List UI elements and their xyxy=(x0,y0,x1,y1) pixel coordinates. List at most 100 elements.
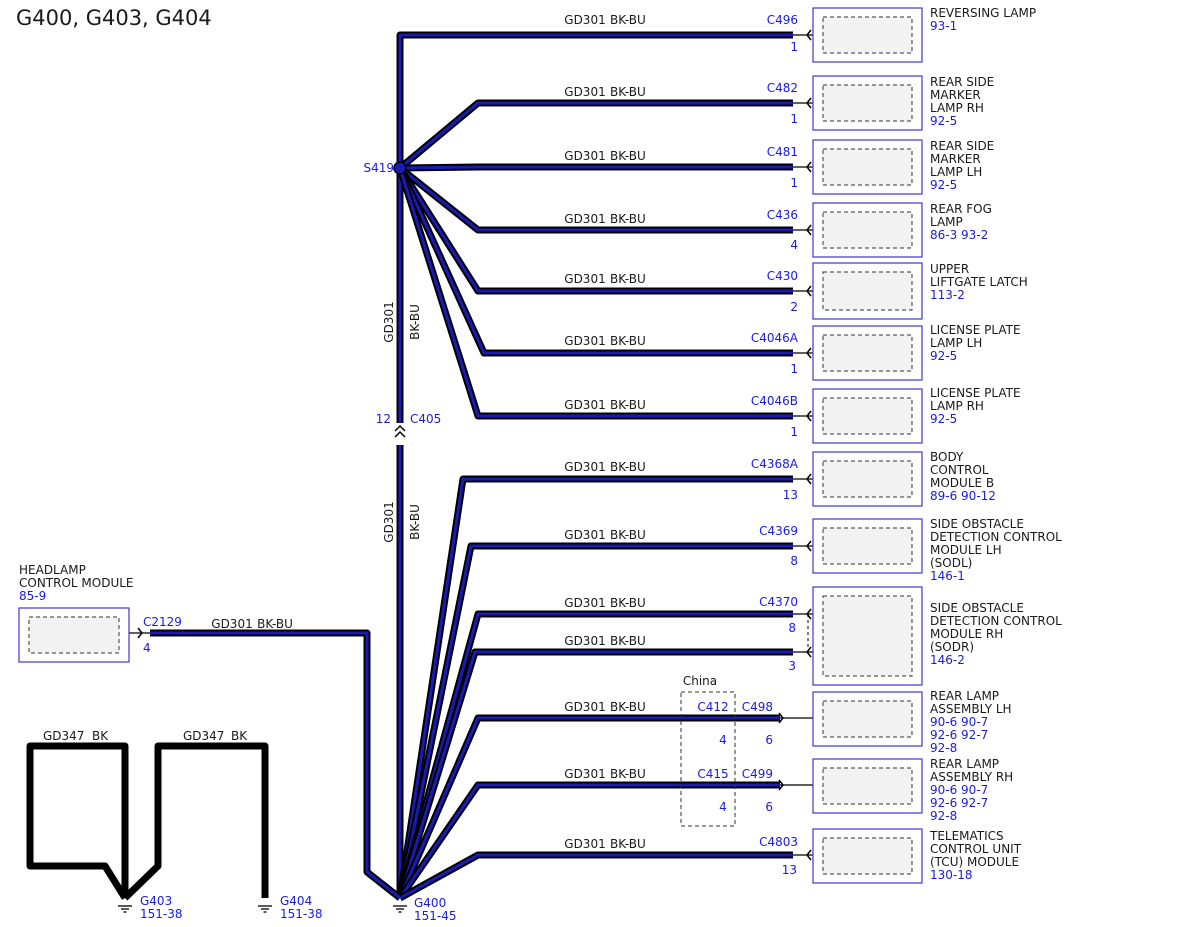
name-c4369-1: DETECTION CONTROL xyxy=(930,530,1062,544)
ground-g404-id: G404 xyxy=(280,894,312,908)
wires-layer xyxy=(26,29,828,913)
wire-code-c4046b: GD301 xyxy=(564,398,605,412)
arrow-c498 xyxy=(778,712,784,724)
ref-c436-0: 86-3 93-2 xyxy=(930,228,988,242)
name-c436-1: LAMP xyxy=(930,215,963,229)
boxes-layer xyxy=(18,7,923,884)
box-c496-inner xyxy=(822,16,913,54)
name-c4368a-0: BODY xyxy=(930,450,964,464)
box-c4046a-inner xyxy=(822,334,913,372)
pin-c496: 1 xyxy=(790,40,798,54)
wire-color-c4046a: BK-BU xyxy=(610,334,646,348)
name-c482-0: REAR SIDE xyxy=(930,75,994,89)
connector-c496: C496 xyxy=(767,13,798,27)
ref-c499-2: 92-8 xyxy=(930,809,957,823)
name-c498-1: ASSEMBLY LH xyxy=(930,702,1012,716)
name-c430-1: LIFTGATE LATCH xyxy=(930,275,1028,289)
box-headlamp-inner xyxy=(28,616,120,654)
name-c4803-0: TELEMATICS xyxy=(929,829,1004,843)
gd347-color-a: BK xyxy=(92,729,109,743)
pin-c4803: 13 xyxy=(782,863,797,877)
name-c4803-2: (TCU) MODULE xyxy=(930,855,1019,869)
ground-g403-ref: 151-38 xyxy=(140,907,183,921)
china-label: China xyxy=(683,674,717,688)
name-c4046b-0: LICENSE PLATE xyxy=(930,386,1021,400)
diagram-title: G400, G403, G404 xyxy=(16,6,212,30)
wire-code-c436: GD301 xyxy=(564,212,605,226)
trunk-lower-code: GD301 xyxy=(382,501,396,542)
name-c481-1: MARKER xyxy=(930,152,981,166)
c405-pin: 12 xyxy=(376,412,391,426)
name-c4046b-1: LAMP RH xyxy=(930,399,984,413)
arrow-c481 xyxy=(806,161,812,173)
name-c4370-0: SIDE OBSTACLE xyxy=(930,601,1024,615)
arrow-c4370-1 xyxy=(806,646,812,658)
name-c482-1: MARKER xyxy=(930,88,981,102)
name-c4369-0: SIDE OBSTACLE xyxy=(930,517,1024,531)
pin-c482: 1 xyxy=(790,112,798,126)
connector-c4370: C4370 xyxy=(759,595,798,609)
wire-code-c4369: GD301 xyxy=(564,528,605,542)
wire-c481-core xyxy=(399,165,793,170)
name-c496-0: REVERSING LAMP xyxy=(930,6,1036,20)
gd347-code-a: GD347 xyxy=(43,729,84,743)
headlamp-wire-color: BK-BU xyxy=(257,617,293,631)
headlamp-pin: 4 xyxy=(143,641,151,655)
arrow-c4369 xyxy=(806,540,812,552)
name-c4370-1: DETECTION CONTROL xyxy=(930,614,1062,628)
ref-c430-0: 113-2 xyxy=(930,288,965,302)
arrow-c4370-0 xyxy=(806,608,812,620)
wire-gd347-b xyxy=(122,742,269,901)
gd347-color-b: BK xyxy=(231,729,248,743)
name-c4046a-1: LAMP LH xyxy=(930,336,982,350)
pin-c436: 4 xyxy=(790,238,798,252)
ground-g400-ref: 151-45 xyxy=(414,909,457,923)
pin-c415: 4 xyxy=(719,800,727,814)
ref-c498-2: 92-8 xyxy=(930,741,957,755)
headlamp-arrow xyxy=(137,627,143,639)
wire-color-c4370-b: BK-BU xyxy=(610,634,646,648)
arrow-c436 xyxy=(806,224,812,236)
wire-headlamp xyxy=(150,629,403,901)
arrow-c4803 xyxy=(806,849,812,861)
connector-c415: C415 xyxy=(697,767,728,781)
wire-c482-core xyxy=(399,101,793,170)
headlamp-name-1: CONTROL MODULE xyxy=(19,576,134,590)
connector-c4046b: C4046B xyxy=(751,394,798,408)
connector-c481: C481 xyxy=(767,145,798,159)
pin-c412: 4 xyxy=(719,733,727,747)
wire-code-c4370-a: GD301 xyxy=(564,596,605,610)
ground-g400-id: G400 xyxy=(414,896,446,910)
wire-code-c498: GD301 xyxy=(564,700,605,714)
wire-color-c436: BK-BU xyxy=(610,212,646,226)
arrow-c4368a xyxy=(806,473,812,485)
ref-c4370-0: 146-2 xyxy=(930,653,965,667)
wire-color-c4368a: BK-BU xyxy=(610,460,646,474)
name-c499-0: REAR LAMP xyxy=(930,757,999,771)
trunk-lower-color: BK-BU xyxy=(408,504,422,540)
pin-c4046a: 1 xyxy=(790,362,798,376)
c405-symbol xyxy=(394,424,406,438)
connector-c4803: C4803 xyxy=(759,835,798,849)
name-c4803-1: CONTROL UNIT xyxy=(930,842,1022,856)
wire-c4046a-core xyxy=(398,167,793,355)
wire-c4369-core xyxy=(398,544,793,899)
wire-c496-core xyxy=(398,33,793,420)
wire-code-c482: GD301 xyxy=(564,85,605,99)
wire-c4803-core xyxy=(399,853,793,900)
wire-c430-core xyxy=(398,167,793,293)
name-c481-0: REAR SIDE xyxy=(930,139,994,153)
pin-c430: 2 xyxy=(790,300,798,314)
ref-c499-1: 92-6 92-7 xyxy=(930,796,988,810)
ref-c481-0: 92-5 xyxy=(930,178,957,192)
wire-c436-core xyxy=(399,166,793,232)
box-c481-inner xyxy=(822,148,913,186)
box-c436-inner xyxy=(822,211,913,249)
ref-c4369-0: 146-1 xyxy=(930,569,965,583)
connector-c430: C430 xyxy=(767,269,798,283)
name-c4369-3: (SODL) xyxy=(930,556,972,570)
arrow-c4046b xyxy=(806,410,812,422)
ref-c498-1: 92-6 92-7 xyxy=(930,728,988,742)
wire-color-c496: BK-BU xyxy=(610,13,646,27)
